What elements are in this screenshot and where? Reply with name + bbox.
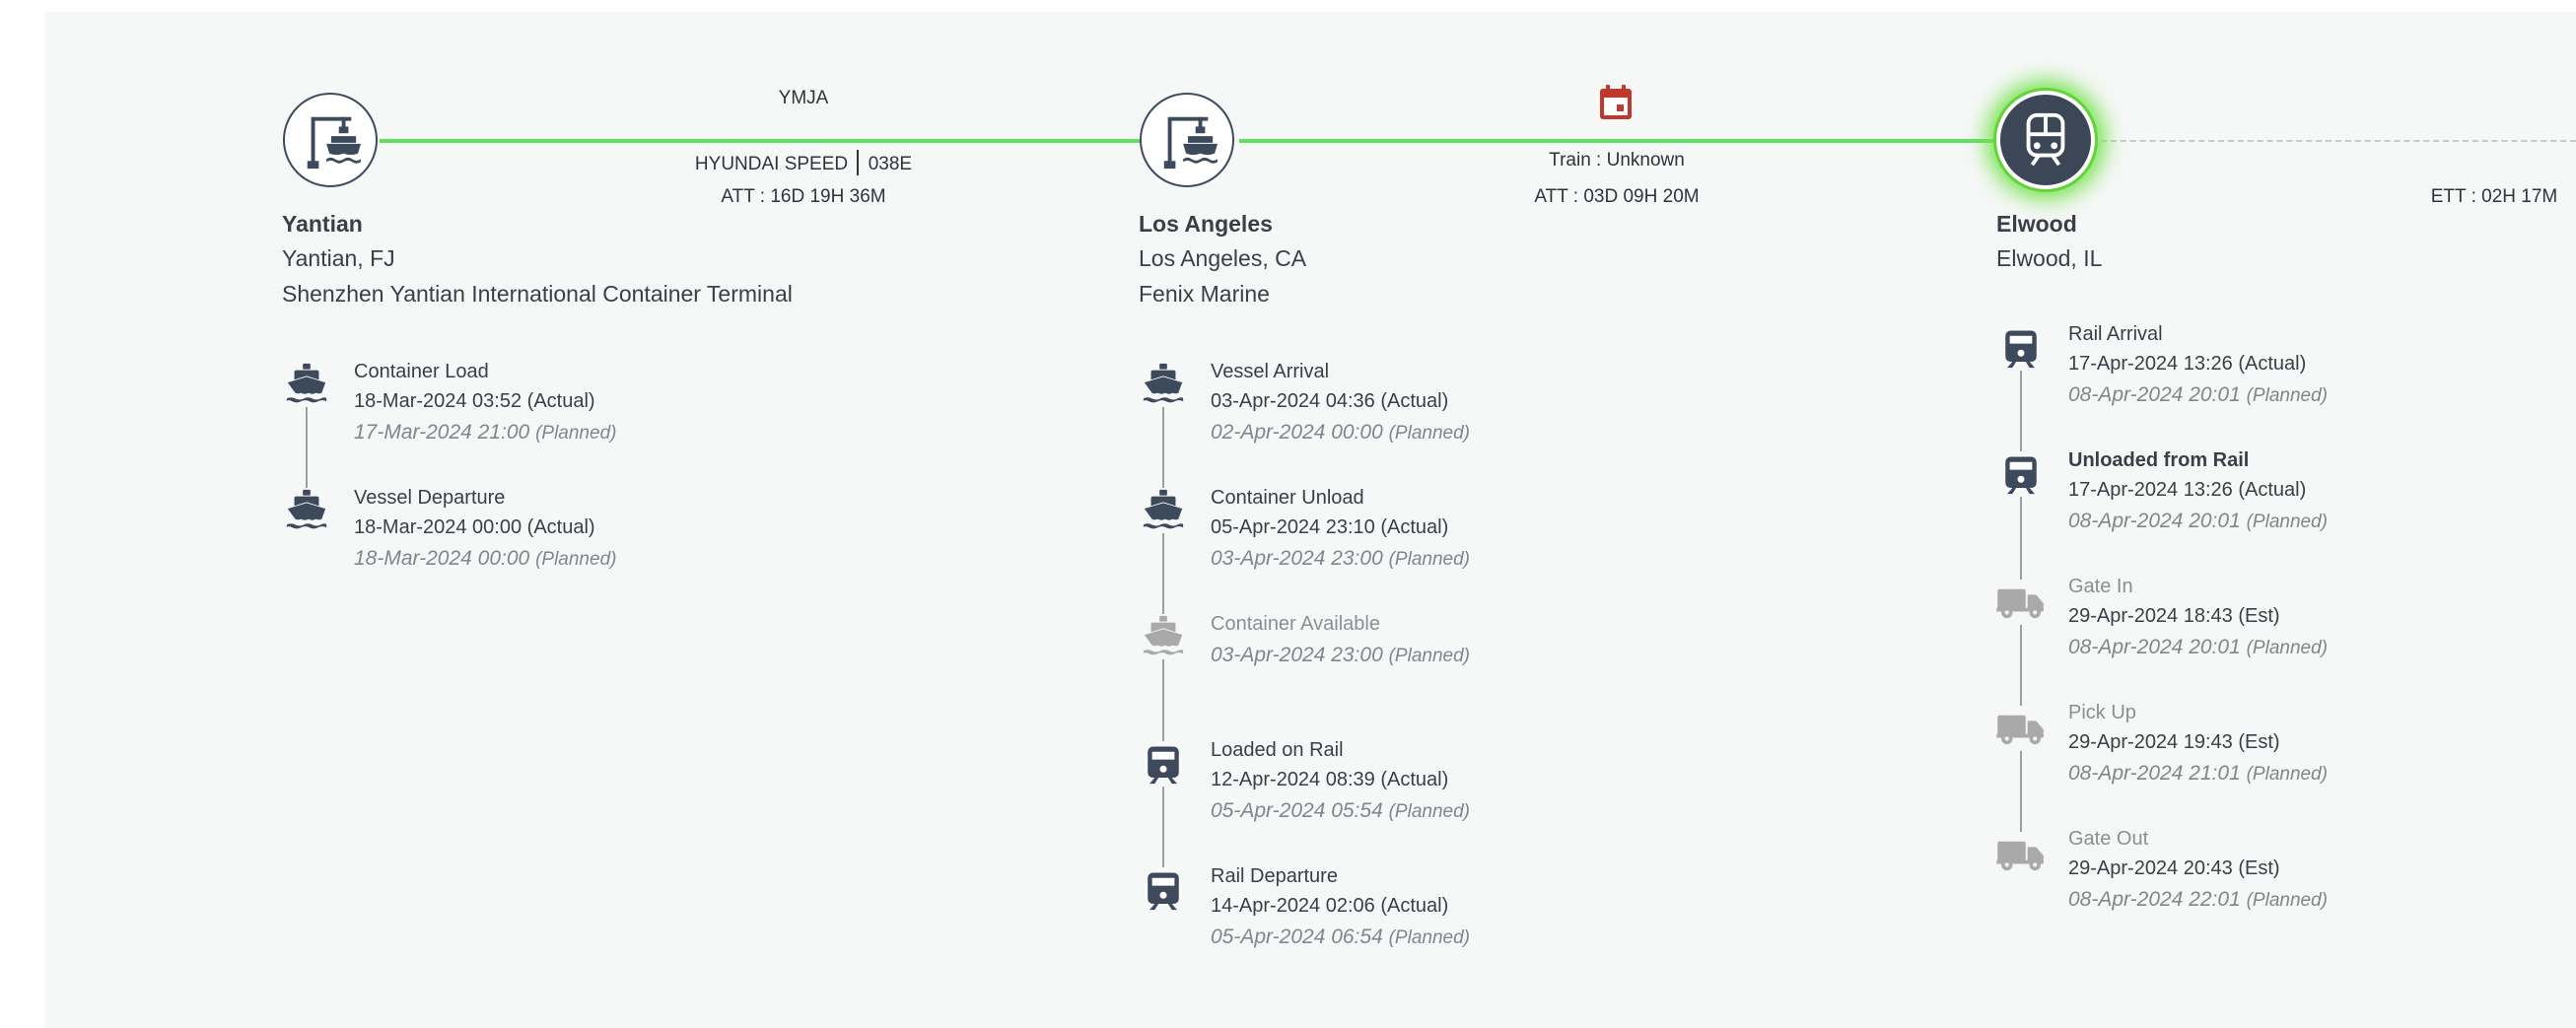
event-actual-time: 29-Apr-2024 20:43 (Est) [2068,857,2280,879]
event-planned-time: 05-Apr-2024 06:54 (Planned) [1211,925,1470,948]
ship-icon [1138,362,1189,407]
leg-carrier-code: YMJA [778,88,829,108]
event-planned-time: 03-Apr-2024 23:00 (Planned) [1211,547,1470,570]
event-title: Pick Up [2068,702,2136,723]
event-title: Rail Departure [1211,865,1338,887]
event-planned-time: 08-Apr-2024 20:01 (Planned) [2068,636,2328,658]
stop-icon-yantian[interactable] [283,93,378,187]
train-icon [2015,109,2076,171]
stop-name: Elwood [1996,211,2077,237]
event-planned-time: 08-Apr-2024 20:01 (Planned) [2068,383,2328,406]
truck-icon [1995,832,2047,877]
leg-vessel-name: HYUNDAI SPEED [694,154,849,174]
vessel-voyage-separator [857,150,860,175]
truck-icon [1995,580,2047,625]
route-line-leg-3-pending [2101,140,2576,142]
event-actual-time: 18-Mar-2024 00:00 (Actual) [354,516,595,538]
event-title: Loaded on Rail [1211,739,1344,761]
event-actual-time: 17-Apr-2024 13:26 (Actual) [2068,479,2307,501]
leg-ett: ETT : 02H 17M [2430,186,2558,207]
event-planned-time: 08-Apr-2024 21:01 (Planned) [2068,762,2328,785]
stop-icon-los-angeles[interactable] [1140,93,1234,187]
stop-city: Elwood, IL [1996,245,2103,271]
event-planned-time: 05-Apr-2024 05:54 (Planned) [1211,799,1470,822]
event-actual-time: 03-Apr-2024 04:36 (Actual) [1211,390,1449,412]
train-icon [1138,741,1189,787]
leg-vessel-voyage: HYUNDAI SPEED 038E [596,150,1010,175]
event-actual-time: 14-Apr-2024 02:06 (Actual) [1211,895,1449,917]
event-actual-time: 05-Apr-2024 23:10 (Actual) [1211,516,1449,538]
ship-icon [281,362,332,407]
route-line-leg-1 [380,139,1198,143]
event-title: Container Available [1211,613,1380,635]
event-title: Container Unload [1211,487,1364,509]
shipment-route-panel: YMJA HYUNDAI SPEED 038E ATT : 16D 19H 36… [44,12,2576,1028]
event-actual-time: 17-Apr-2024 13:26 (Actual) [2068,353,2307,375]
event-title: Unloaded from Rail [2068,449,2250,471]
stop-facility: Fenix Marine [1139,281,1270,307]
ship-icon [1138,488,1189,533]
train-icon [1995,325,2047,371]
leg-att: ATT : 03D 09H 20M [1534,186,1700,207]
port-crane-ship-icon [300,109,361,171]
calendar-icon[interactable] [1598,84,1634,121]
event-title: Vessel Departure [354,487,506,509]
event-planned-time: 08-Apr-2024 22:01 (Planned) [2068,888,2328,911]
stop-city: Yantian, FJ [282,245,395,271]
event-actual-time: 12-Apr-2024 08:39 (Actual) [1211,769,1449,790]
event-title: Rail Arrival [2068,323,2163,345]
event-title: Vessel Arrival [1211,361,1330,382]
route-line-leg-2 [1239,139,2057,143]
event-title: Container Load [354,361,489,382]
event-planned-time: 18-Mar-2024 00:00 (Planned) [354,547,617,570]
event-actual-time: 18-Mar-2024 03:52 (Actual) [354,390,595,412]
stop-facility: Shenzhen Yantian International Container… [282,281,793,307]
truck-icon [1995,706,2047,751]
leg-att: ATT : 16D 19H 36M [721,186,886,207]
train-icon [1138,867,1189,913]
leg-mode: Train : Unknown [1549,150,1685,171]
event-title: Gate In [2068,576,2133,597]
ship-icon [1138,614,1189,659]
event-planned-time: 17-Mar-2024 21:00 (Planned) [354,421,617,444]
stop-icon-elwood-current[interactable] [1996,91,2095,189]
ship-icon [281,488,332,533]
train-icon [1995,451,2047,497]
event-actual-time: 29-Apr-2024 19:43 (Est) [2068,731,2280,753]
event-connector [306,398,308,516]
event-actual-time: 29-Apr-2024 18:43 (Est) [2068,605,2280,627]
stop-name: Los Angeles [1139,211,1273,237]
event-planned-time: 02-Apr-2024 00:00 (Planned) [1211,421,1470,444]
stop-name: Yantian [282,211,363,237]
event-title: Gate Out [2068,828,2149,850]
leg-voyage-number: 038E [868,154,913,174]
port-crane-ship-icon [1156,109,1218,171]
event-planned-time: 03-Apr-2024 23:00 (Planned) [1211,644,1470,666]
event-planned-time: 08-Apr-2024 20:01 (Planned) [2068,510,2328,532]
stop-city: Los Angeles, CA [1139,245,1307,271]
